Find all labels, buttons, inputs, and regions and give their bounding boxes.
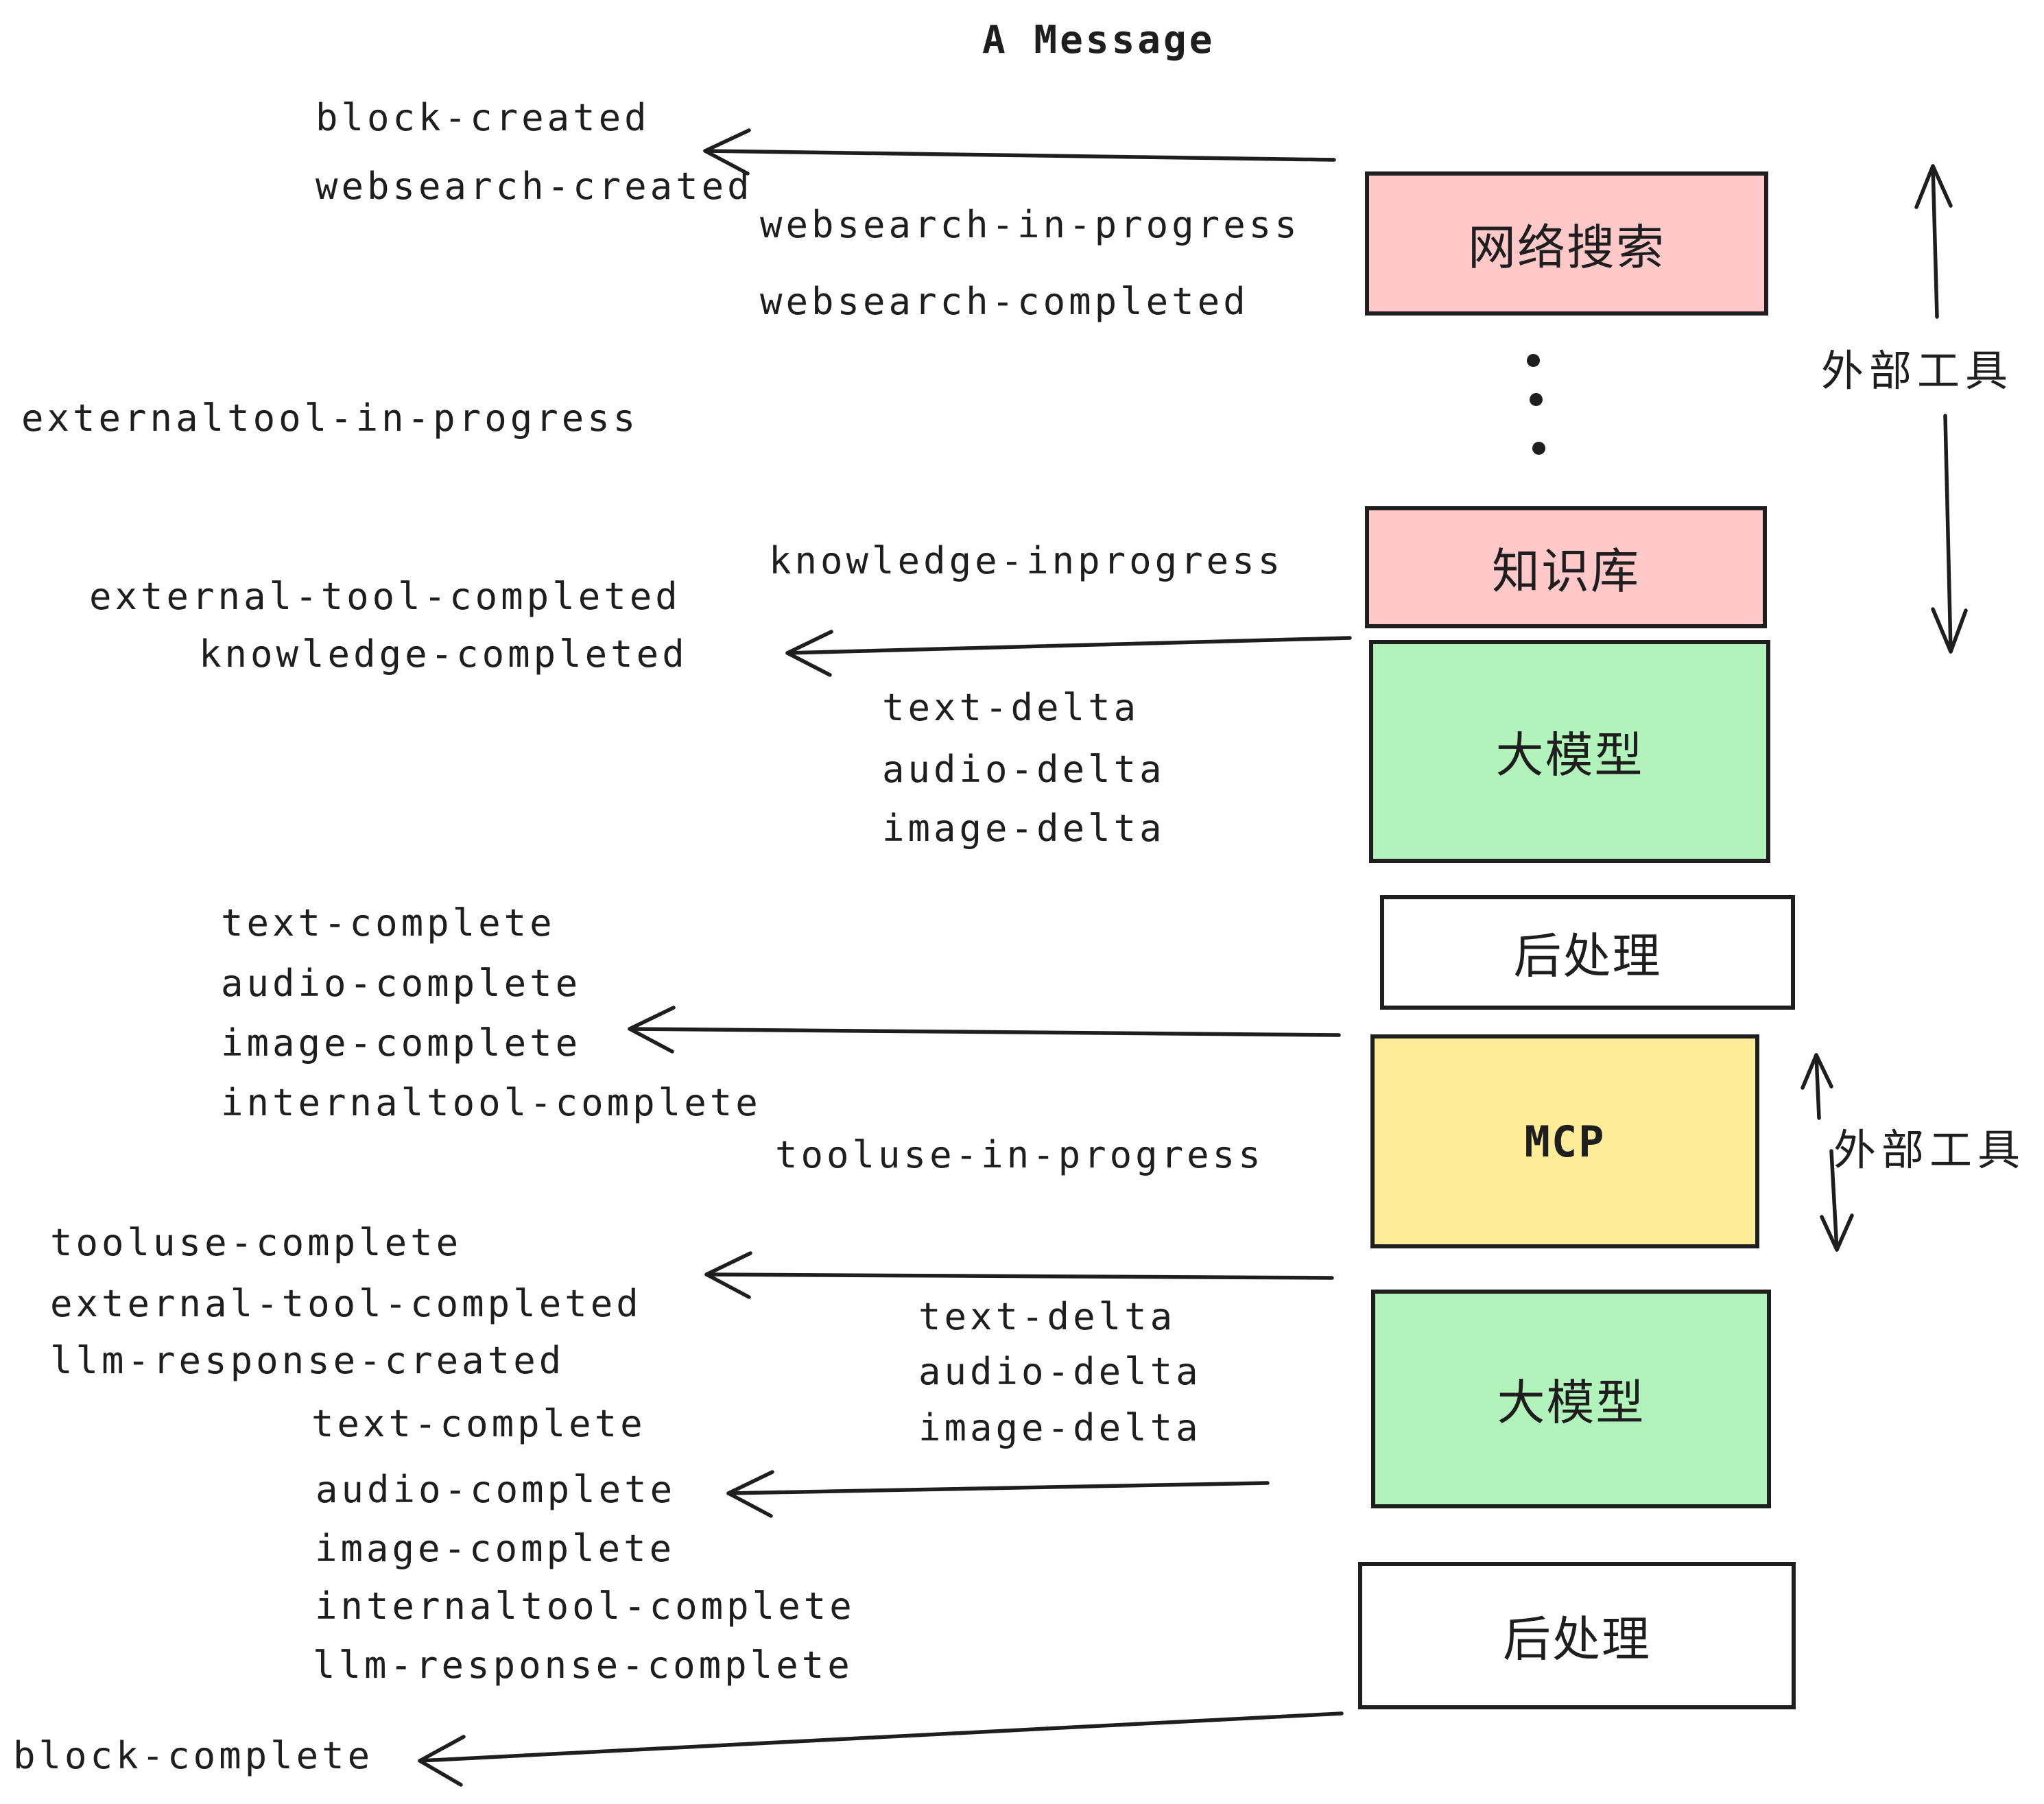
event-label-websearch-in-progress: websearch-in-progress [760,203,1300,246]
box-postprocess-2: 后处理 [1358,1562,1796,1709]
event-label-audio-delta-2: audio-delta [918,1350,1202,1393]
event-label-tooluse-in-progress: tooluse-in-progress [775,1133,1264,1176]
box-knowledge-label: 知识库 [1492,543,1640,600]
event-label-audio-complete-2: audio-complete [316,1468,676,1511]
box-mcp: MCP [1370,1034,1759,1248]
ellipsis-dot [1527,354,1540,367]
event-label-audio-delta-1: audio-delta [882,748,1165,791]
event-label-llm-response-created: llm-response-created [50,1339,565,1382]
arrow-block-created [703,128,1336,176]
box-llm-1-label: 大模型 [1495,727,1644,783]
event-label-knowledge-completed: knowledge-completed [199,632,688,676]
event-label-image-delta-1: image-delta [882,807,1165,850]
event-label-image-delta-2: image-delta [918,1406,1202,1449]
event-label-image-complete-2: image-complete [315,1527,676,1570]
ellipsis-dot [1532,442,1545,455]
event-label-text-complete-1: text-complete [221,901,556,945]
box-websearch-label: 网络搜索 [1468,219,1665,276]
arrow-tooluse-complete [704,1251,1334,1299]
box-mcp-label: MCP [1524,1116,1606,1167]
arrow-knowledge-completed [785,630,1352,677]
event-label-websearch-completed: websearch-completed [760,280,1249,323]
box-knowledge: 知识库 [1365,506,1767,628]
box-websearch: 网络搜索 [1365,171,1768,316]
box-llm-2-label: 大模型 [1497,1375,1645,1431]
event-label-internaltool-complete-1: internaltool-complete [221,1081,761,1124]
box-postprocess-2-label: 后处理 [1503,1611,1651,1667]
event-label-text-delta-2: text-delta [918,1295,1176,1338]
event-label-websearch-created: websearch-created [316,165,753,208]
event-label-tooluse-complete: tooluse-complete [50,1221,462,1264]
event-label-text-delta-1: text-delta [882,686,1140,729]
event-label-text-complete-2: text-complete [311,1402,646,1445]
arrow-block-complete [418,1711,1344,1787]
box-llm-2: 大模型 [1371,1290,1771,1508]
event-label-knowledge-inprogress: knowledge-inprogress [769,539,1284,582]
event-label-llm-response-complete: llm-response-complete [313,1643,853,1687]
box-postprocess-1: 后处理 [1380,895,1795,1010]
external-tools-label-1: 外部工具 [1821,346,2014,396]
external-tools-label-2: 外部工具 [1833,1125,2026,1175]
event-label-external-tool-completed-1: external-tool-completed [89,575,681,618]
page-title: A Message [982,18,1215,62]
external-tools-down-arrow-1 [1931,414,1968,654]
event-label-image-complete-1: image-complete [221,1021,582,1065]
event-label-externaltool-in-progress: externaltool-in-progress [21,396,639,440]
event-label-external-tool-completed-2: external-tool-completed [50,1282,642,1325]
external-tools-up-arrow-2 [1801,1053,1833,1120]
event-label-block-created: block-created [316,96,650,139]
box-postprocess-1-label: 后处理 [1513,928,1662,984]
box-llm-1: 大模型 [1369,640,1770,863]
event-label-internaltool-complete-2: internaltool-complete [315,1585,855,1628]
ellipsis-dot [1530,393,1543,406]
arrow-image-complete [628,1006,1341,1054]
arrow-audio-complete [726,1470,1270,1518]
event-label-block-complete: block-complete [13,1734,374,1777]
external-tools-up-arrow-1 [1914,164,1953,319]
event-label-audio-complete-1: audio-complete [221,962,582,1005]
